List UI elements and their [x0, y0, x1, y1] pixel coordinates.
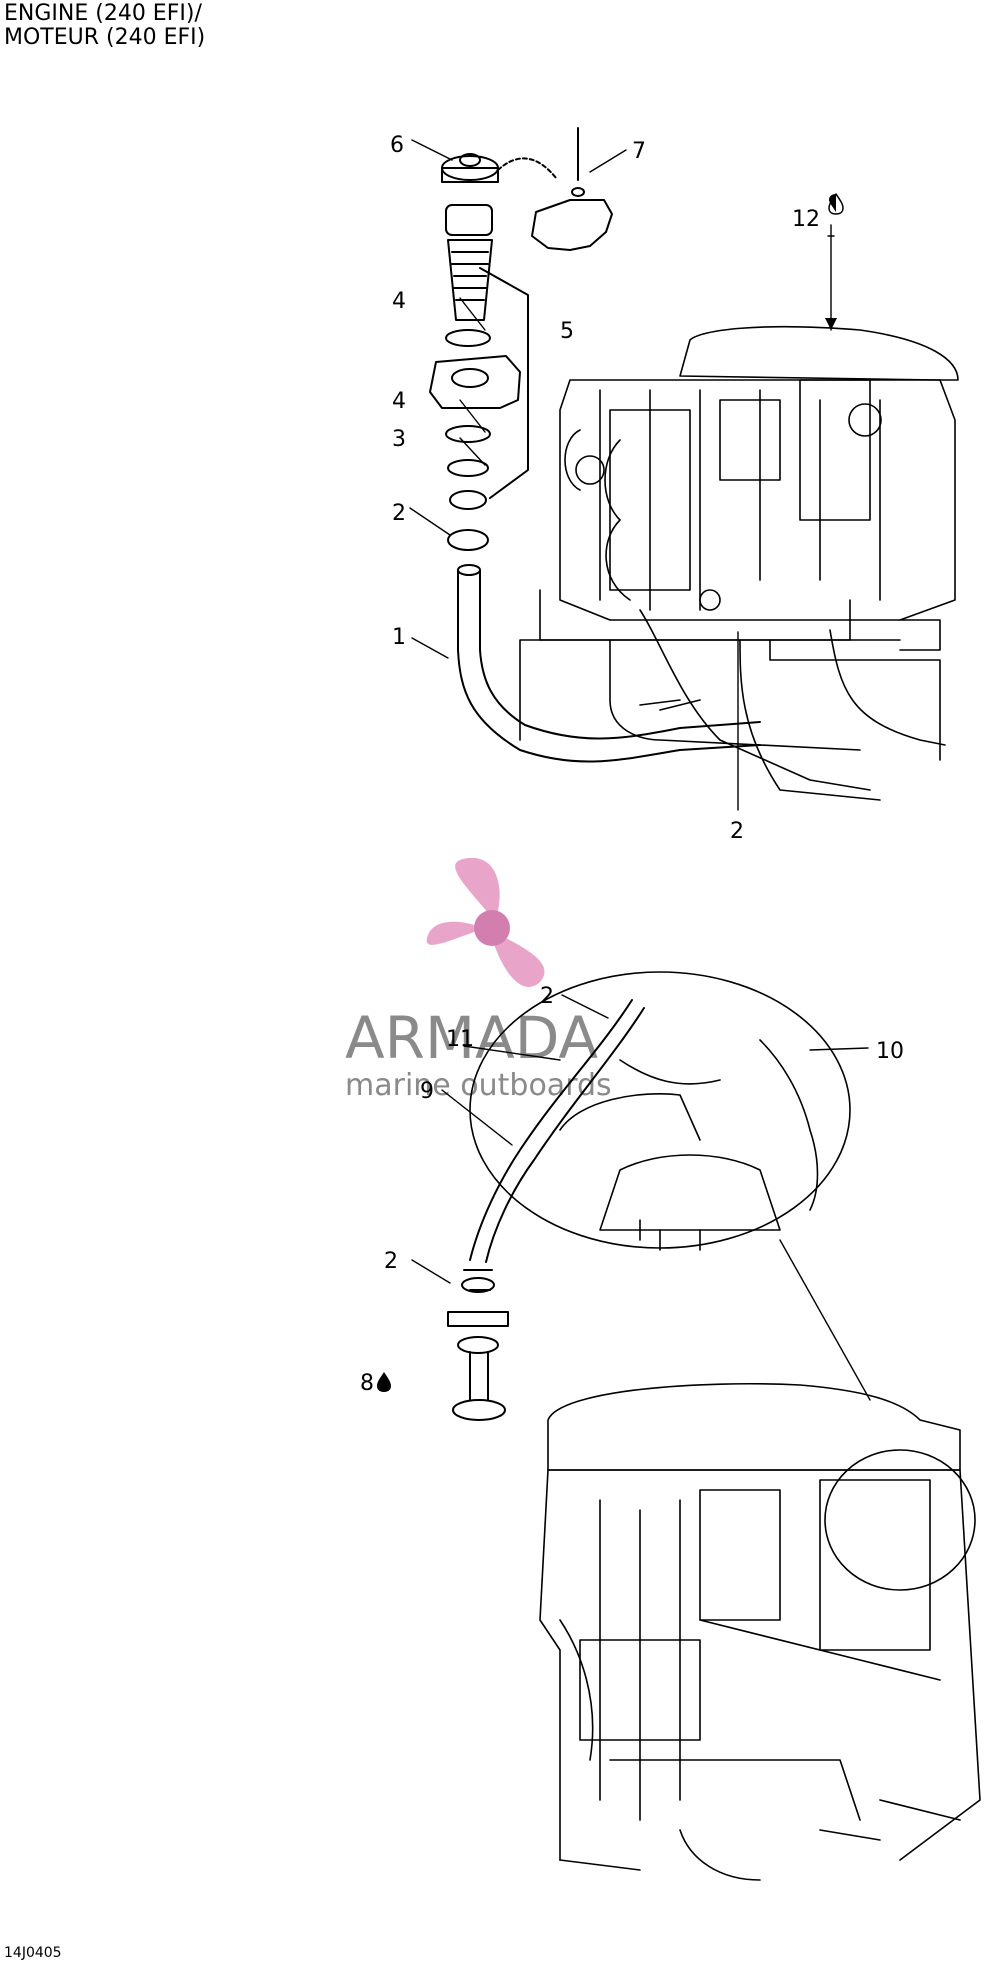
drop-icon [829, 194, 836, 212]
engine-top-view [519, 325, 959, 801]
armada-watermark: ARMADA marine outboards [345, 857, 612, 1103]
propeller-blade [426, 921, 482, 945]
title-line-fr: MOTEUR (240 EFI) [4, 25, 206, 50]
callout-7: 7 [632, 139, 646, 164]
callout-10: 10 [876, 1039, 904, 1064]
callout-5: 5 [560, 319, 574, 344]
drop-icon [828, 193, 844, 215]
callout-3: 3 [392, 427, 406, 452]
callout-6: 6 [390, 133, 404, 158]
callout-4-upper: 4 [392, 289, 406, 314]
callout-4-lower: 4 [392, 389, 406, 414]
drop-icon [377, 1372, 391, 1392]
callout-1: 1 [392, 625, 406, 650]
engine-bottom-view [539, 1382, 981, 1881]
tank-cover-plate [531, 127, 613, 251]
watermark-brand: ARMADA [345, 1004, 598, 1072]
callout-11: 11 [446, 1027, 474, 1052]
diagram-code: 14J0405 [4, 1945, 62, 1961]
top-leaders [409, 139, 835, 811]
propeller-blade [455, 857, 500, 920]
bottom-leaders [411, 994, 869, 1284]
callout-2-lower: 2 [384, 1249, 398, 1274]
callout-2-engine: 2 [730, 819, 744, 844]
title-line-en: ENGINE (240 EFI)/ [4, 1, 202, 26]
callout-12: 12 [792, 207, 820, 232]
watermark-tagline: marine outboards [345, 1068, 612, 1103]
propeller-blade [492, 935, 545, 987]
callout-2-top: 2 [392, 501, 406, 526]
callout-8: 8 [360, 1371, 374, 1396]
callout-2-vent: 2 [540, 984, 554, 1009]
fill-cap-assembly [429, 153, 761, 763]
propeller-hub [474, 910, 510, 946]
diagram-title: ENGINE (240 EFI)/ MOTEUR (240 EFI) [4, 2, 205, 50]
callout-labels: 6 7 12 4 5 4 3 2 1 2 2 11 10 9 2 8 [360, 133, 904, 1396]
callout-9: 9 [420, 1079, 434, 1104]
detail-oval [469, 971, 851, 1251]
vent-hose [447, 999, 645, 1421]
detail-leader [779, 1239, 871, 1401]
